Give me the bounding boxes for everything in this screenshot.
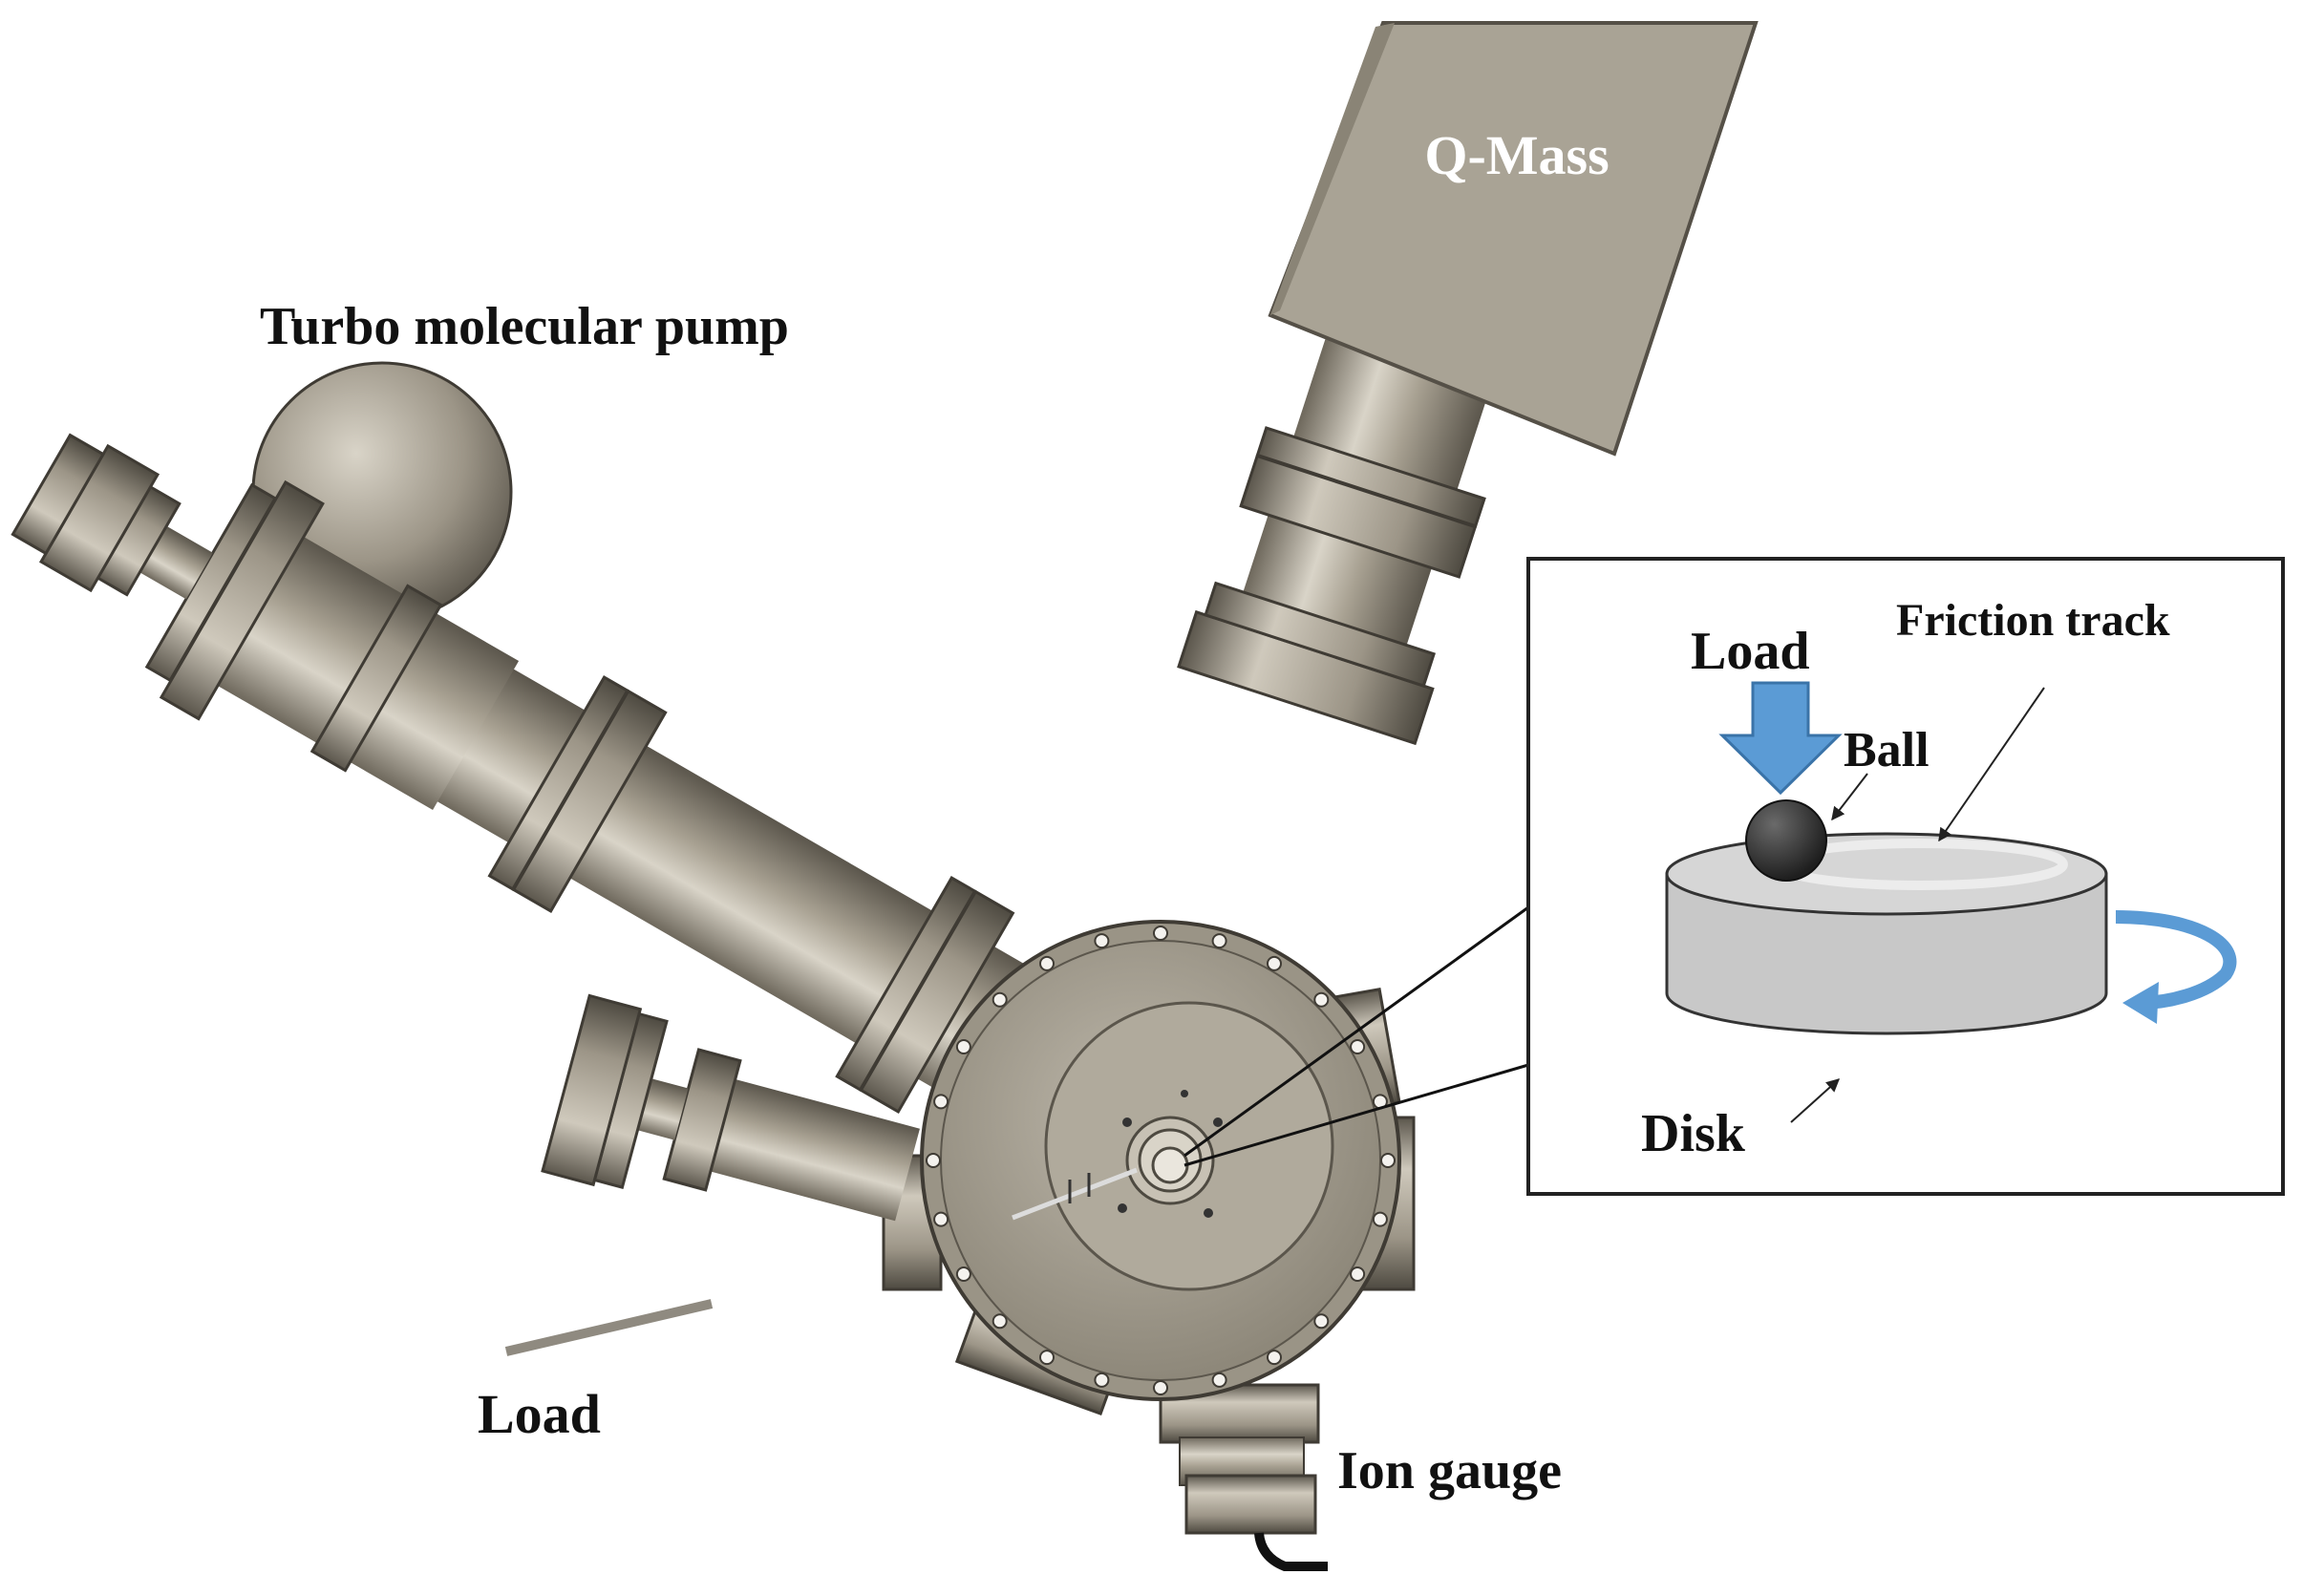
ball-pointer xyxy=(1831,773,1868,821)
turbo-pump-label: Turbo molecular pump xyxy=(260,297,789,356)
inset-disk-side xyxy=(1665,872,2108,1035)
vacuum-chamber xyxy=(920,920,1401,1401)
inset-friction-track-label: Friction track xyxy=(1896,595,2170,646)
ion-gauge: Ion gauge xyxy=(1159,1383,1562,1571)
bolt-hole xyxy=(933,1094,949,1110)
bolt-hole xyxy=(1380,1153,1396,1168)
bolt-hole xyxy=(1153,926,1168,941)
ball-disk-contact xyxy=(1151,1146,1189,1184)
q-mass-assembly: Q-Mass xyxy=(1177,21,1759,746)
bolt-hole xyxy=(1211,1372,1227,1388)
bolt-hole xyxy=(1313,991,1330,1008)
load-flange xyxy=(541,993,643,1187)
inset-load-label: Load xyxy=(1691,622,1810,681)
bolt-hole xyxy=(955,1266,971,1282)
bolt-hole xyxy=(1372,1211,1388,1227)
bolt-hole xyxy=(1039,1350,1055,1366)
inset-disk-label: Disk xyxy=(1641,1104,1746,1163)
load-rod xyxy=(504,1299,714,1356)
bolt-hole xyxy=(1350,1039,1366,1054)
disk-pointer xyxy=(1790,1078,1841,1123)
bolt-hole xyxy=(933,1211,949,1227)
bolt-hole xyxy=(992,1313,1008,1330)
bolt-hole xyxy=(1211,933,1227,949)
bolt-hole xyxy=(992,991,1008,1008)
zoom-lines xyxy=(1183,905,1529,1167)
chamber-bolt-ring xyxy=(926,926,1396,1395)
friction-track-pointer xyxy=(1938,687,2045,842)
inset-load-arrow xyxy=(1718,681,1843,796)
inset-ball-label: Ball xyxy=(1844,723,1930,777)
bolt-hole xyxy=(1267,955,1282,971)
load-label: Load xyxy=(478,1383,601,1445)
load-shaft-inside xyxy=(1012,1167,1138,1221)
ion-gauge-cable xyxy=(1254,1532,1328,1571)
turbo-pump-assembly: Turbo molecular pump xyxy=(11,297,1027,1114)
load-feedthrough: Load xyxy=(478,993,920,1445)
bolt-hole xyxy=(1039,955,1055,971)
q-mass-label: Q-Mass xyxy=(1424,124,1609,186)
bolt-hole xyxy=(1094,1372,1110,1388)
bolt-hole xyxy=(1267,1350,1282,1366)
bolt-hole xyxy=(1350,1266,1366,1282)
inset-rotation-arrow xyxy=(2115,910,2237,1010)
ion-gauge-label: Ion gauge xyxy=(1337,1441,1562,1500)
bolt-hole xyxy=(1094,933,1110,949)
bolt-hole xyxy=(1153,1380,1168,1395)
inset-ball-on-disk: Load Friction track Ball Disk xyxy=(1526,557,2285,1196)
inset-ball xyxy=(1745,799,1827,882)
bolt-hole xyxy=(955,1039,971,1054)
bolt-hole xyxy=(1313,1313,1330,1330)
bolt-hole xyxy=(926,1153,941,1168)
